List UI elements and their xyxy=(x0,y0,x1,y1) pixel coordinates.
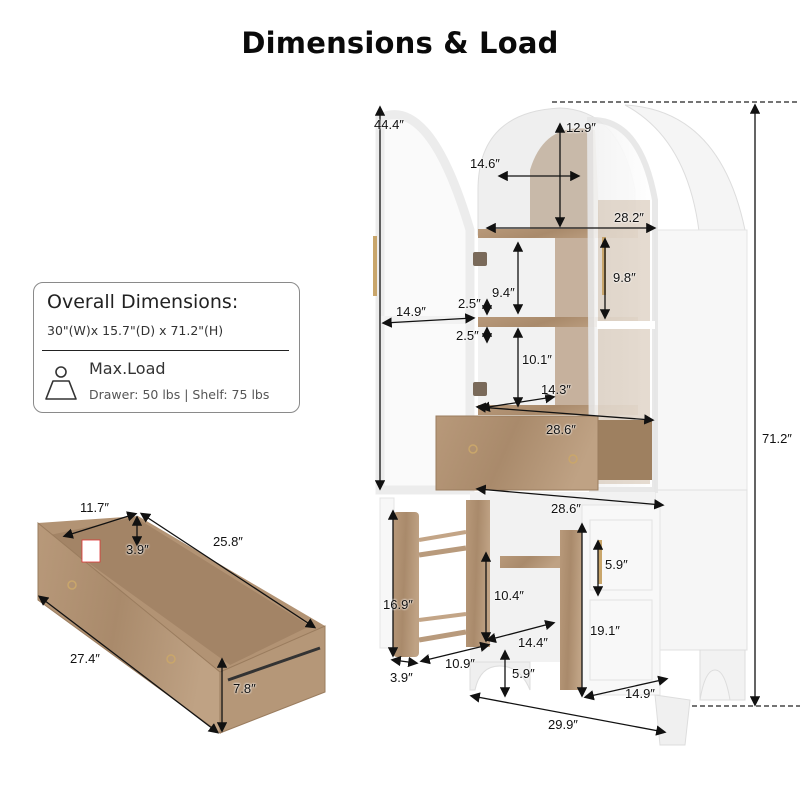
label-shelf-adjust-upper: 2.5″ xyxy=(458,296,481,311)
label-lower-shelf-height: 10.1″ xyxy=(522,352,552,367)
label-base-width: 29.9″ xyxy=(548,717,578,732)
label-lower-door-height: 19.1″ xyxy=(590,623,620,638)
label-drawer-outer-length: 27.4″ xyxy=(70,651,100,666)
overall-dimensions-value: 30"(W)x 15.7"(D) x 71.2"(H) xyxy=(47,323,224,338)
pulled-out-drawer xyxy=(435,415,599,491)
label-inner-shelf-height: 10.4″ xyxy=(494,588,524,603)
overall-dimensions-heading: Overall Dimensions: xyxy=(47,291,239,313)
drawer-illustration xyxy=(37,516,326,734)
weight-icon xyxy=(45,366,77,400)
label-drawer-inner-depth: 11.7″ xyxy=(80,500,109,515)
left-door-handle xyxy=(373,236,377,296)
label-door-rack-depth: 3.9″ xyxy=(390,670,413,685)
label-shelf-adjust-lower: 2.5″ xyxy=(456,328,479,343)
page-title: Dimensions & Load xyxy=(241,26,559,60)
divider xyxy=(42,350,289,351)
label-arch-height: 12.9″ xyxy=(566,120,596,135)
label-arch-width: 14.6″ xyxy=(470,156,500,171)
label-inner-shelf-depth: 14.4″ xyxy=(518,635,548,650)
overall-dimensions-box: Overall Dimensions: 30"(W)x 15.7"(D) x 7… xyxy=(33,282,300,413)
label-upper-inner-width: 28.2″ xyxy=(614,210,644,225)
label-lower-cabinet-width: 28.6″ xyxy=(551,501,581,516)
label-door-height: 44.4″ xyxy=(374,117,404,132)
max-load-title: Max.Load xyxy=(89,359,166,378)
label-side-depth: 14.9″ xyxy=(625,686,655,701)
label-door-rack-width: 10.9″ xyxy=(445,656,475,671)
max-load-values: Drawer: 50 lbs | Shelf: 75 lbs xyxy=(89,387,270,402)
label-upper-shelf-height: 9.4″ xyxy=(492,285,515,300)
label-door-width: 14.9″ xyxy=(396,304,426,319)
label-leg-height: 5.9″ xyxy=(512,666,535,681)
label-door-handle-span: 9.8″ xyxy=(613,270,636,285)
label-lower-handle: 5.9″ xyxy=(605,557,628,572)
label-drawer-inner-length: 25.8″ xyxy=(213,534,243,549)
label-drawer-opening-width: 28.6″ xyxy=(546,422,576,437)
cabinet-body xyxy=(624,104,748,701)
label-drawer-front-height: 7.8″ xyxy=(233,681,256,696)
label-door-rack-height: 16.9″ xyxy=(383,597,413,612)
label-total-height: 71.2″ xyxy=(762,431,792,446)
label-drawer-inner-height: 3.9″ xyxy=(126,542,149,557)
label-shelf-depth: 14.3″ xyxy=(541,382,571,397)
